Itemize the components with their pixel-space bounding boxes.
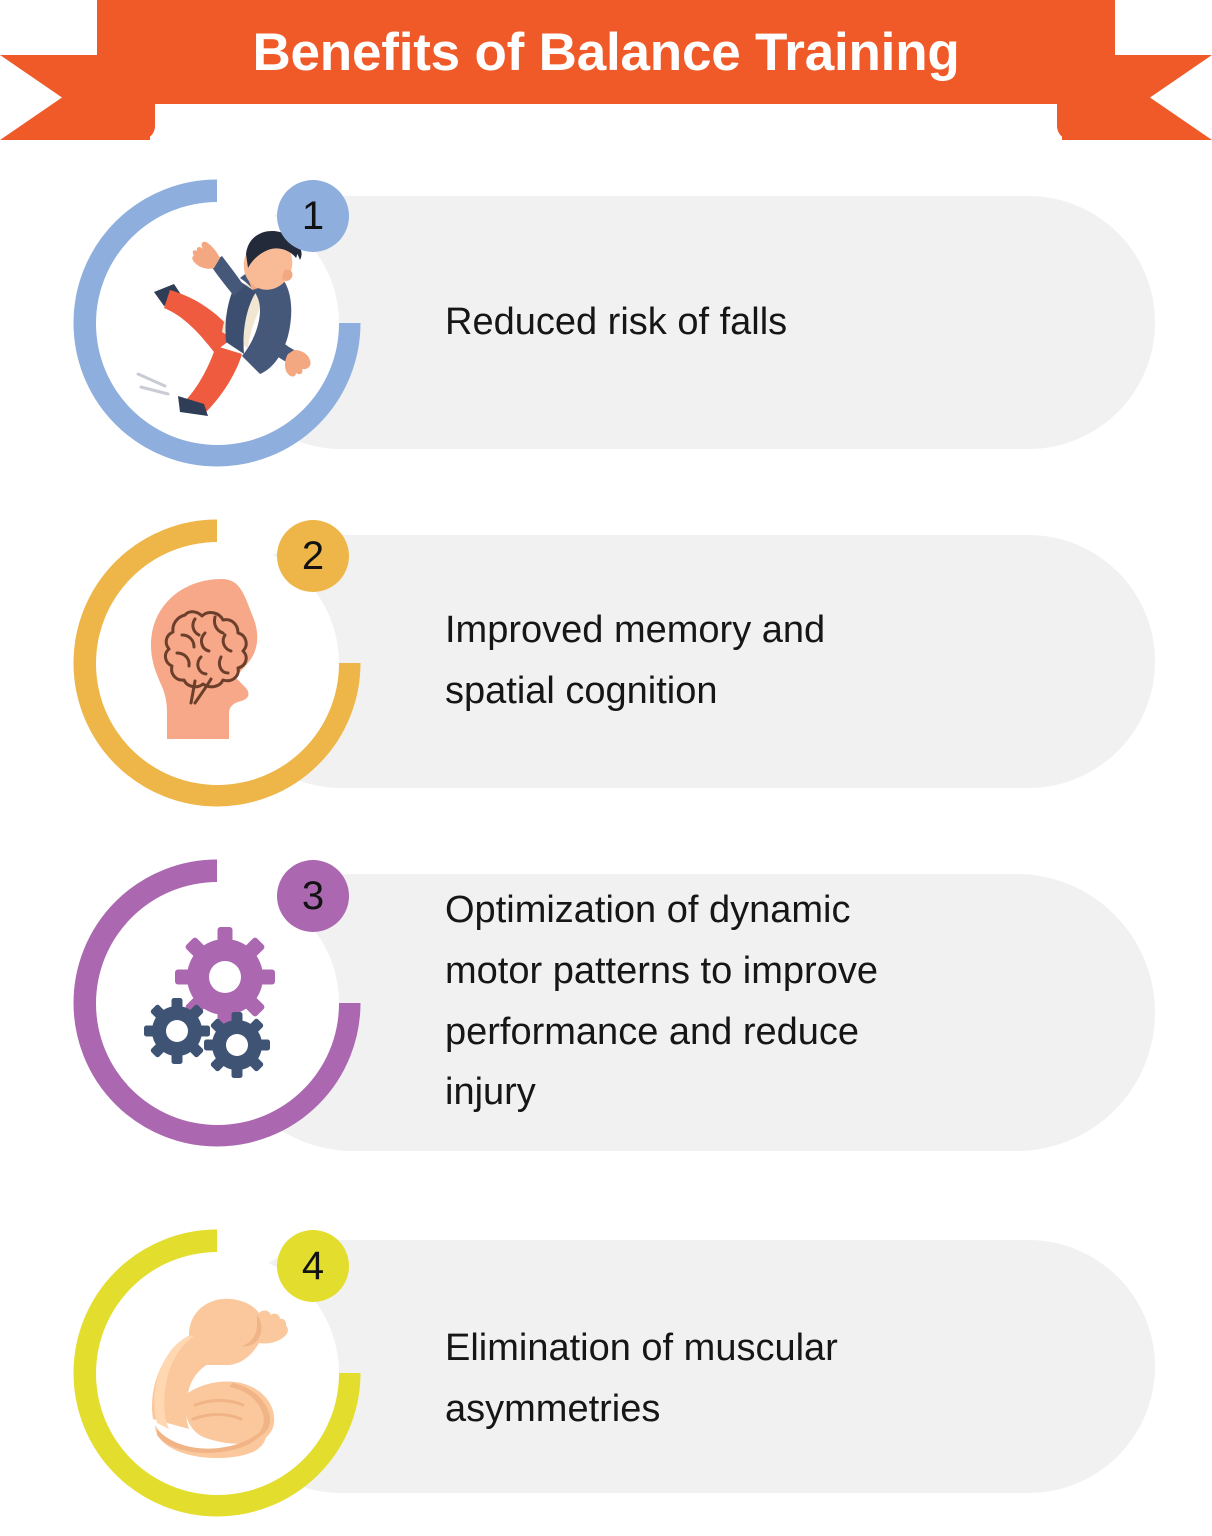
benefit-pill-3 — [215, 874, 1155, 1151]
flexed-bicep-icon — [151, 1298, 288, 1458]
benefit-text-1: Reduced risk of falls — [445, 301, 788, 343]
benefit-number-badge-2: 2 — [277, 520, 349, 592]
benefit-row-2: 2 Improved memory and spatial cognition — [0, 0, 1212, 807]
benefit-pill-1 — [215, 196, 1155, 449]
benefit-number-badge-4: 4 — [277, 1230, 349, 1302]
benefit-number-badge-1: 1 — [277, 180, 349, 252]
benefit-pill-2 — [215, 535, 1155, 788]
benefit-text-4: Elimination of muscular asymmetries — [445, 1327, 838, 1430]
ribbon-fold-left — [97, 104, 155, 140]
benefit-text-2: Improved memory and spatial cognition — [445, 609, 826, 712]
progress-ring-1 — [62, 168, 372, 478]
ribbon-fold-right — [1057, 104, 1115, 140]
header-ribbon: Benefits of Balance Training — [0, 0, 1212, 145]
falling-person-icon — [136, 230, 311, 416]
benefit-icon-4 — [96, 1252, 339, 1495]
benefit-text-3: Optimization of dynamic motor patterns t… — [445, 889, 878, 1114]
benefit-icon-2 — [96, 542, 339, 785]
page-title: Benefits of Balance Training — [252, 22, 960, 82]
benefit-number-badge-3: 3 — [277, 860, 349, 932]
progress-ring-4 — [62, 1218, 372, 1528]
benefit-row-3: 3 Optimization of dynamic motor patterns… — [0, 0, 1212, 1151]
ribbon-banner — [97, 0, 1115, 104]
progress-ring-2 — [62, 508, 372, 818]
gears-icon — [144, 927, 275, 1078]
benefit-row-1: 1 Reduced risk of falls — [0, 0, 1212, 500]
progress-ring-3 — [62, 848, 372, 1158]
benefit-pill-4 — [215, 1240, 1155, 1493]
head-brain-icon — [151, 579, 258, 739]
